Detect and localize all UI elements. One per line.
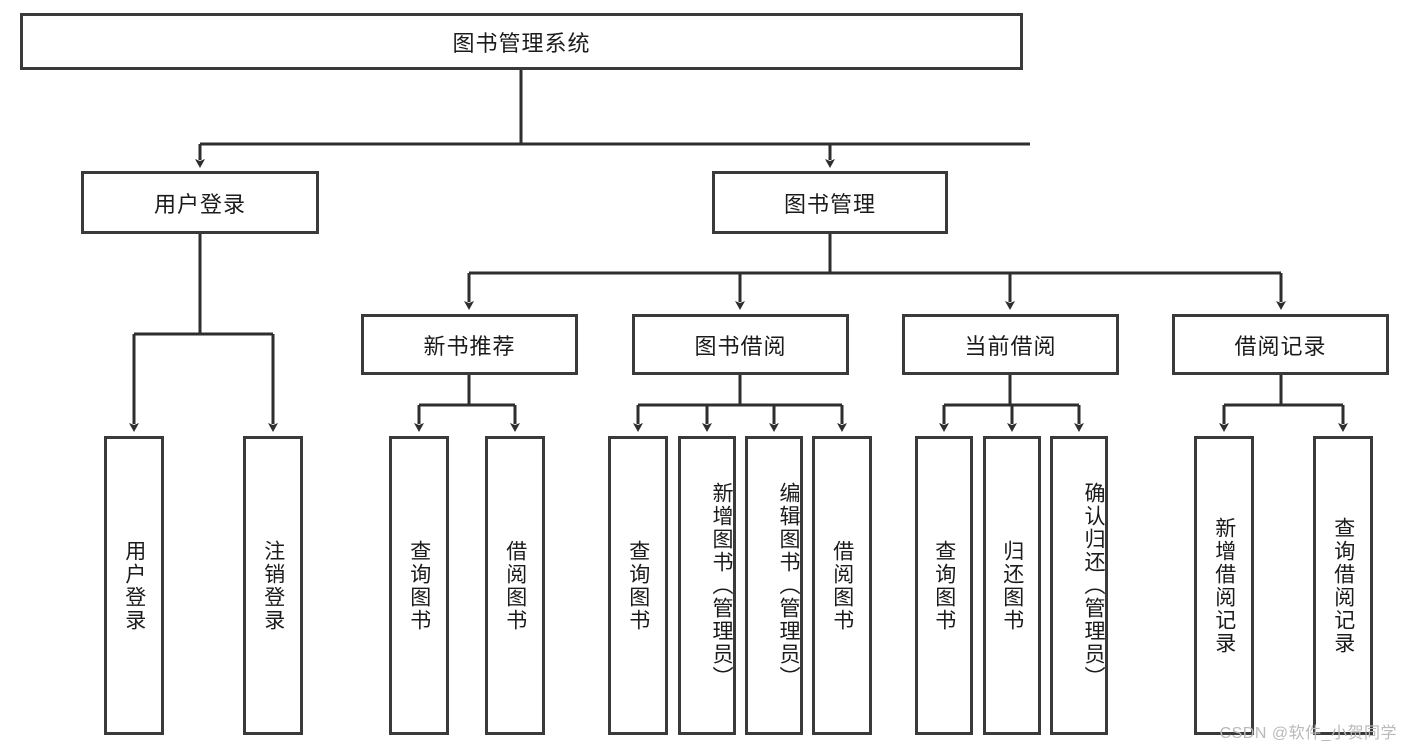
leaf-edit-book-label: 编辑图书（管理员） [777,482,800,689]
leaf-query-book-2[interactable]: 查询图书 [608,436,668,735]
leaf-user-logout-label: 注销登录 [261,539,285,632]
leaf-borrow-book-1[interactable]: 借阅图书 [485,436,545,735]
node-user-login-label: 用户登录 [153,191,246,217]
leaf-borrow-book-1-label: 借阅图书 [503,539,527,632]
leaf-query-book-1[interactable]: 查询图书 [389,436,449,735]
node-borrow-record[interactable]: 借阅记录 [1172,314,1389,375]
node-book-borrow[interactable]: 图书借阅 [632,314,849,375]
leaf-add-book[interactable]: 新增图书（管理员） [678,436,736,735]
node-root-label: 图书管理系统 [452,30,591,56]
node-book-manage[interactable]: 图书管理 [712,171,948,234]
leaf-return-book[interactable]: 归还图书 [983,436,1041,735]
watermark: CSDN @软件_小贺同学 [1219,725,1397,742]
node-current-borrow[interactable]: 当前借阅 [902,314,1119,375]
leaf-query-book-2-label: 查询图书 [626,539,650,632]
leaf-query-book-3[interactable]: 查询图书 [915,436,973,735]
node-book-borrow-label: 图书借阅 [694,333,787,359]
leaf-user-login-label: 用户登录 [122,539,146,632]
leaf-user-logout[interactable]: 注销登录 [243,436,303,735]
node-new-book-recommend-label: 新书推荐 [423,333,516,359]
leaf-query-record[interactable]: 查询借阅记录 [1313,436,1373,735]
node-current-borrow-label: 当前借阅 [964,333,1057,359]
leaf-borrow-book-2-label: 借阅图书 [830,539,854,632]
node-user-login[interactable]: 用户登录 [81,171,319,234]
node-root[interactable]: 图书管理系统 [20,13,1023,70]
leaf-edit-book[interactable]: 编辑图书（管理员） [745,436,803,735]
node-new-book-recommend[interactable]: 新书推荐 [361,314,578,375]
node-book-manage-label: 图书管理 [783,191,876,217]
leaf-add-record[interactable]: 新增借阅记录 [1194,436,1254,735]
leaf-query-record-label: 查询借阅记录 [1331,516,1355,655]
node-borrow-record-label: 借阅记录 [1234,333,1327,359]
leaf-confirm-return-label: 确认归还（管理员） [1082,482,1105,689]
leaf-return-book-label: 归还图书 [1000,539,1024,632]
leaf-query-book-1-label: 查询图书 [407,539,431,632]
leaf-user-login[interactable]: 用户登录 [104,436,164,735]
leaf-confirm-return[interactable]: 确认归还（管理员） [1050,436,1108,735]
leaf-add-book-label: 新增图书（管理员） [710,482,733,689]
leaf-borrow-book-2[interactable]: 借阅图书 [812,436,872,735]
leaf-add-record-label: 新增借阅记录 [1212,516,1236,655]
leaf-query-book-3-label: 查询图书 [932,539,956,632]
